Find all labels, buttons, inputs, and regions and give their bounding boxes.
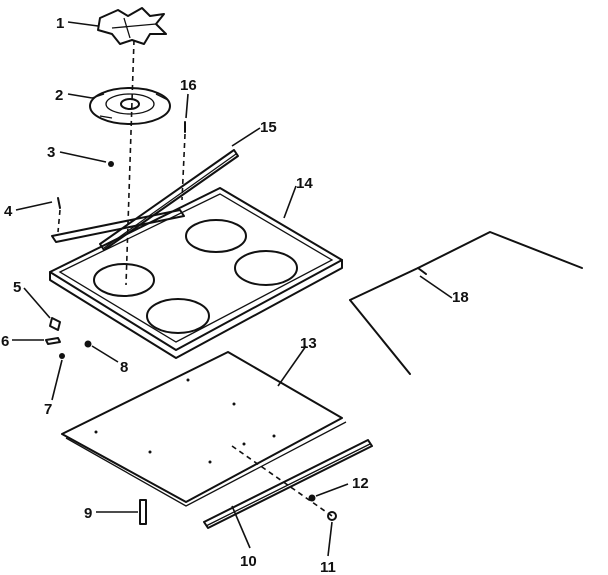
callout-18: 18 xyxy=(452,289,469,306)
burner-opening-front-right xyxy=(234,250,298,286)
callout-11: 11 xyxy=(320,559,336,575)
callout-5: 5 xyxy=(13,279,21,296)
burner-opening-back-right xyxy=(185,219,247,253)
fasteners-5-8 xyxy=(45,317,92,359)
callout-2: 2 xyxy=(55,87,63,104)
pin-part-16 xyxy=(181,121,186,201)
cooktop-part xyxy=(49,187,343,359)
bracket-part-4 xyxy=(51,197,185,243)
spacer-part-9 xyxy=(139,499,147,525)
screws-11-12 xyxy=(308,494,337,521)
burner-grate-part xyxy=(89,87,171,125)
bottom-panel-part xyxy=(61,351,347,507)
callout-16: 16 xyxy=(180,77,197,94)
assembly-axis-line xyxy=(125,39,135,286)
burner-opening-back-left xyxy=(93,263,155,297)
callout-13: 13 xyxy=(300,335,317,352)
burner-cap-part xyxy=(97,7,167,45)
leader-lines xyxy=(12,21,453,557)
callout-15: 15 xyxy=(260,119,277,136)
callout-8: 8 xyxy=(120,359,128,376)
wire-rod-part xyxy=(349,231,583,375)
front-strip-part xyxy=(203,439,373,529)
callout-6: 6 xyxy=(1,333,9,350)
trim-strip-part xyxy=(99,149,239,251)
fastener-axis-line xyxy=(231,445,333,517)
screw-part-3 xyxy=(108,161,114,167)
callout-7: 7 xyxy=(44,401,52,418)
callout-10: 10 xyxy=(240,553,257,570)
burner-opening-front-left xyxy=(146,298,210,334)
callout-3: 3 xyxy=(47,144,55,161)
callout-14: 14 xyxy=(296,175,313,192)
callout-12: 12 xyxy=(352,475,369,492)
callout-1: 1 xyxy=(56,15,64,32)
callout-9: 9 xyxy=(84,505,92,522)
callout-4: 4 xyxy=(4,203,13,220)
